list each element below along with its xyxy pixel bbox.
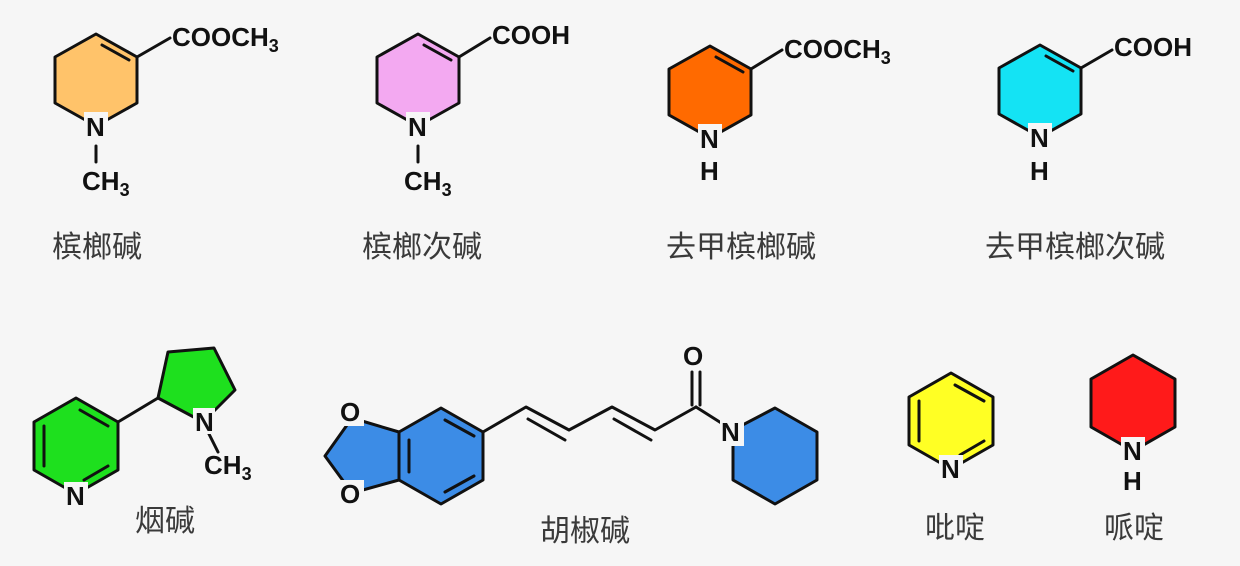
nitrogen-label: N <box>408 112 427 142</box>
label-mask <box>681 342 707 370</box>
label-mask <box>64 482 88 510</box>
molecule-nicotine: N N CH3 烟碱 <box>32 346 252 539</box>
molecule-piperidine: N H 哌啶 <box>1089 353 1177 546</box>
bond-guvacine-acid <box>1079 48 1114 70</box>
label-mask <box>338 480 364 508</box>
molecule-piperine: O O O N 胡椒碱 <box>323 341 819 549</box>
bond-arecoline-ester <box>135 36 172 59</box>
pyridine-nitrogen-label: N <box>66 481 85 511</box>
label-mask <box>84 112 108 142</box>
nitrogen-label: N <box>86 112 105 142</box>
label-mask <box>193 408 215 434</box>
double-bond-guvacine <box>1044 54 1075 73</box>
nitrogen-label: N <box>195 407 214 437</box>
molecule-arecoline: COOCH3 N CH3 槟榔碱 <box>52 22 279 265</box>
hydrogen-label: H <box>1030 156 1049 186</box>
double-bond-arecaidine <box>422 43 453 62</box>
substituent-label: COOCH3 <box>172 22 279 56</box>
hydrogen-label: H <box>1123 466 1142 496</box>
molecule-name: 去甲槟榔碱 <box>666 230 816 265</box>
methyl-label: CH3 <box>204 450 252 484</box>
substituent-label: COOH <box>1114 32 1192 62</box>
molecule-arecaidine: COOH N CH3 槟榔次碱 <box>362 20 570 265</box>
double-bond-1 <box>526 417 567 442</box>
molecule-name: 槟榔次碱 <box>362 230 482 265</box>
bond-nicotine-methyl <box>206 430 220 454</box>
bond-arecaidine-acid <box>457 36 492 59</box>
molecule-guvacine: COOH N H 去甲槟榔次碱 <box>985 32 1192 265</box>
molecule-name: 胡椒碱 <box>540 514 630 549</box>
methyl-label: CH3 <box>82 166 130 200</box>
label-mask <box>720 418 744 446</box>
nitrogen-label: N <box>941 454 960 484</box>
molecule-name: 去甲槟榔次碱 <box>985 230 1165 265</box>
pyridine-ring-nicotine <box>32 396 120 496</box>
carbonyl-oxygen-label: O <box>683 341 703 371</box>
label-mask <box>338 398 364 426</box>
oxygen-label: O <box>340 479 360 509</box>
double-bond-2 <box>612 417 653 442</box>
substituent-label: COOCH3 <box>784 34 891 68</box>
molecule-name: 烟碱 <box>135 504 195 539</box>
bond-guvacoline-ester <box>749 48 784 71</box>
aromatic-bond <box>958 439 986 457</box>
nitrogen-label: N <box>700 124 719 154</box>
aromatic-bond <box>78 408 110 428</box>
label-mask <box>406 112 430 142</box>
double-bond-arecoline <box>100 43 131 62</box>
methyl-label: CH3 <box>404 166 452 200</box>
benzene-ring-piperine <box>397 406 485 506</box>
label-mask <box>939 455 963 483</box>
label-mask <box>1121 437 1145 465</box>
molecule-name: 哌啶 <box>1104 511 1164 546</box>
piperidine-ring-piperine <box>731 406 819 506</box>
molecule-name: 槟榔碱 <box>52 230 142 265</box>
aromatic-bond <box>443 474 476 494</box>
molecule-name: 吡啶 <box>925 511 985 546</box>
nitrogen-label: N <box>721 417 740 447</box>
molecule-pyridine: N 吡啶 <box>907 371 995 546</box>
diene-chain <box>481 405 698 434</box>
substituent-label: COOH <box>492 20 570 50</box>
hydrogen-label: H <box>700 156 719 186</box>
aromatic-bond <box>82 464 110 482</box>
aromatic-bond <box>953 383 986 403</box>
oxygen-label: O <box>340 397 360 427</box>
bond-ring-link <box>116 396 160 424</box>
double-bond-guvacoline <box>714 55 745 74</box>
nitrogen-label: N <box>1123 436 1142 466</box>
label-mask <box>698 124 722 152</box>
aromatic-bond <box>443 418 476 438</box>
molecule-guvacoline: COOCH3 N H 去甲槟榔碱 <box>666 34 891 265</box>
label-mask <box>1028 123 1052 151</box>
nitrogen-label: N <box>1030 123 1049 153</box>
